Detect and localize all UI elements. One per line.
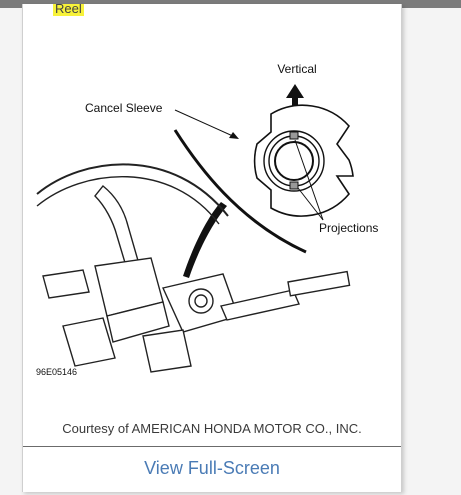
label-projections: Projections (319, 221, 378, 235)
cancel-sleeve-leader-head (229, 132, 239, 139)
view-fullscreen-link[interactable]: View Full-Screen (144, 458, 280, 478)
caption-divider (23, 446, 401, 447)
cancel-sleeve-diagram: Vertical Cancel Sleeve Projections (36, 62, 378, 377)
figure-code: 96E05146 (36, 367, 77, 377)
projection-leader-bottom (297, 187, 324, 221)
vertical-arrow-icon (286, 84, 304, 112)
projection-leader-top (294, 139, 324, 221)
steering-column-assembly (42, 185, 351, 373)
label-cancel-sleeve: Cancel Sleeve (85, 101, 163, 115)
highlighted-snippet: Reel (53, 4, 84, 16)
cancel-sleeve-arc (173, 129, 307, 254)
content-card: Reel Vertical Cancel Sleeve (22, 4, 402, 492)
steering-wheel-rim (36, 163, 229, 217)
label-vertical: Vertical (277, 62, 316, 76)
detail-connector (183, 202, 227, 278)
cancel-sleeve-leader (174, 109, 236, 138)
sleeve-detail (253, 104, 354, 217)
image-caption: Courtesy of AMERICAN HONDA MOTOR CO., IN… (62, 421, 362, 436)
steering-wheel-rim-inner (36, 176, 220, 225)
